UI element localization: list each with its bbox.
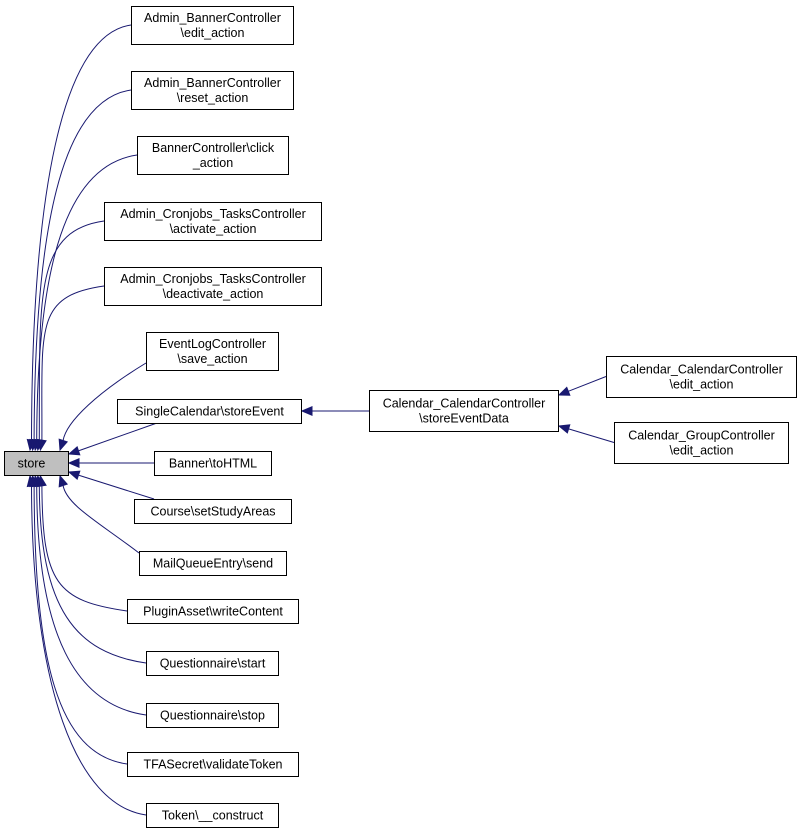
node-n8[interactable]: Banner\toHTML bbox=[154, 451, 272, 476]
node-box bbox=[154, 451, 272, 476]
nodes-layer: storeAdmin_BannerController\edit_actionA… bbox=[4, 6, 797, 828]
node-label: Calendar_GroupController bbox=[628, 429, 775, 443]
edge-k2-to-m1 bbox=[557, 424, 615, 443]
node-box bbox=[614, 422, 789, 464]
node-box bbox=[146, 703, 279, 728]
node-label: \edit_action bbox=[670, 378, 734, 392]
node-n14[interactable]: TFASecret\validateToken bbox=[127, 752, 299, 777]
node-box bbox=[117, 399, 302, 424]
node-box bbox=[146, 651, 279, 676]
node-label: EventLogController bbox=[159, 337, 266, 351]
node-box bbox=[104, 202, 322, 241]
node-box bbox=[606, 356, 797, 398]
node-n13[interactable]: Questionnaire\stop bbox=[146, 703, 279, 728]
node-box bbox=[369, 390, 559, 432]
edge-n6-to-root bbox=[58, 362, 147, 452]
node-label: \deactivate_action bbox=[163, 287, 264, 301]
node-label: Course\setStudyAreas bbox=[150, 505, 275, 519]
edge-n4-to-root bbox=[34, 220, 105, 452]
node-box bbox=[137, 136, 289, 175]
edge-n10-to-root bbox=[58, 474, 140, 554]
node-label: \reset_action bbox=[177, 91, 249, 105]
node-label: Calendar_CalendarController bbox=[383, 397, 546, 411]
edge-n11-to-root bbox=[37, 474, 128, 612]
node-box bbox=[134, 499, 292, 524]
node-n12[interactable]: Questionnaire\start bbox=[146, 651, 279, 676]
node-n4[interactable]: Admin_Cronjobs_TasksController\activate_… bbox=[104, 202, 322, 241]
edge-n8-to-root bbox=[67, 458, 154, 468]
node-label: Admin_BannerController bbox=[144, 76, 281, 90]
node-n7[interactable]: SingleCalendar\storeEvent bbox=[117, 399, 302, 424]
node-label: Admin_Cronjobs_TasksController bbox=[120, 207, 306, 221]
edge-n9-to-root bbox=[67, 470, 155, 500]
edge-m1-to-n7 bbox=[300, 406, 369, 416]
node-box bbox=[104, 267, 322, 306]
node-label: store bbox=[18, 457, 46, 471]
node-label: PluginAsset\writeContent bbox=[143, 605, 283, 619]
node-label: Admin_BannerController bbox=[144, 11, 281, 25]
edge-n7-to-root bbox=[67, 422, 158, 456]
node-label: MailQueueEntry\send bbox=[153, 557, 273, 571]
edges-layer bbox=[26, 24, 615, 816]
edge-n14-to-root bbox=[29, 474, 128, 765]
node-n2[interactable]: Admin_BannerController\reset_action bbox=[131, 71, 294, 110]
node-box bbox=[139, 551, 287, 576]
node-label: \edit_action bbox=[181, 26, 245, 40]
node-n5[interactable]: Admin_Cronjobs_TasksController\deactivat… bbox=[104, 267, 322, 306]
edge-k1-to-m1 bbox=[557, 376, 607, 396]
edge-n13-to-root bbox=[31, 474, 147, 716]
node-box bbox=[127, 599, 299, 624]
node-box bbox=[4, 451, 69, 476]
node-label: Calendar_CalendarController bbox=[620, 363, 783, 377]
edge-n5-to-root bbox=[37, 285, 105, 452]
node-label: Questionnaire\stop bbox=[160, 709, 265, 723]
node-box bbox=[146, 332, 279, 371]
root-node-store[interactable]: store bbox=[4, 451, 69, 476]
node-label: TFASecret\validateToken bbox=[144, 758, 283, 772]
node-label: Admin_Cronjobs_TasksController bbox=[120, 272, 306, 286]
node-n3[interactable]: BannerController\click_action bbox=[137, 136, 289, 175]
edge-n15-to-root bbox=[26, 474, 147, 816]
node-label: Questionnaire\start bbox=[160, 657, 266, 671]
node-n10[interactable]: MailQueueEntry\send bbox=[139, 551, 287, 576]
node-label: Token\__construct bbox=[162, 809, 264, 823]
node-label: \edit_action bbox=[670, 444, 734, 458]
node-n15[interactable]: Token\__construct bbox=[146, 803, 279, 828]
node-label: \activate_action bbox=[170, 222, 257, 236]
node-label: \storeEventData bbox=[419, 412, 509, 426]
node-label: \save_action bbox=[177, 352, 247, 366]
node-box bbox=[131, 6, 294, 45]
node-label: BannerController\click bbox=[152, 141, 275, 155]
node-m1[interactable]: Calendar_CalendarController\storeEventDa… bbox=[369, 390, 559, 432]
node-k2[interactable]: Calendar_GroupController\edit_action bbox=[614, 422, 789, 464]
node-k1[interactable]: Calendar_CalendarController\edit_action bbox=[606, 356, 797, 398]
node-n1[interactable]: Admin_BannerController\edit_action bbox=[131, 6, 294, 45]
node-box bbox=[146, 803, 279, 828]
node-n6[interactable]: EventLogController\save_action bbox=[146, 332, 279, 371]
node-label: SingleCalendar\storeEvent bbox=[135, 405, 284, 419]
node-n9[interactable]: Course\setStudyAreas bbox=[134, 499, 292, 524]
node-label: _action bbox=[192, 156, 233, 170]
node-box bbox=[127, 752, 299, 777]
node-box bbox=[131, 71, 294, 110]
node-label: Banner\toHTML bbox=[169, 457, 257, 471]
node-n11[interactable]: PluginAsset\writeContent bbox=[127, 599, 299, 624]
